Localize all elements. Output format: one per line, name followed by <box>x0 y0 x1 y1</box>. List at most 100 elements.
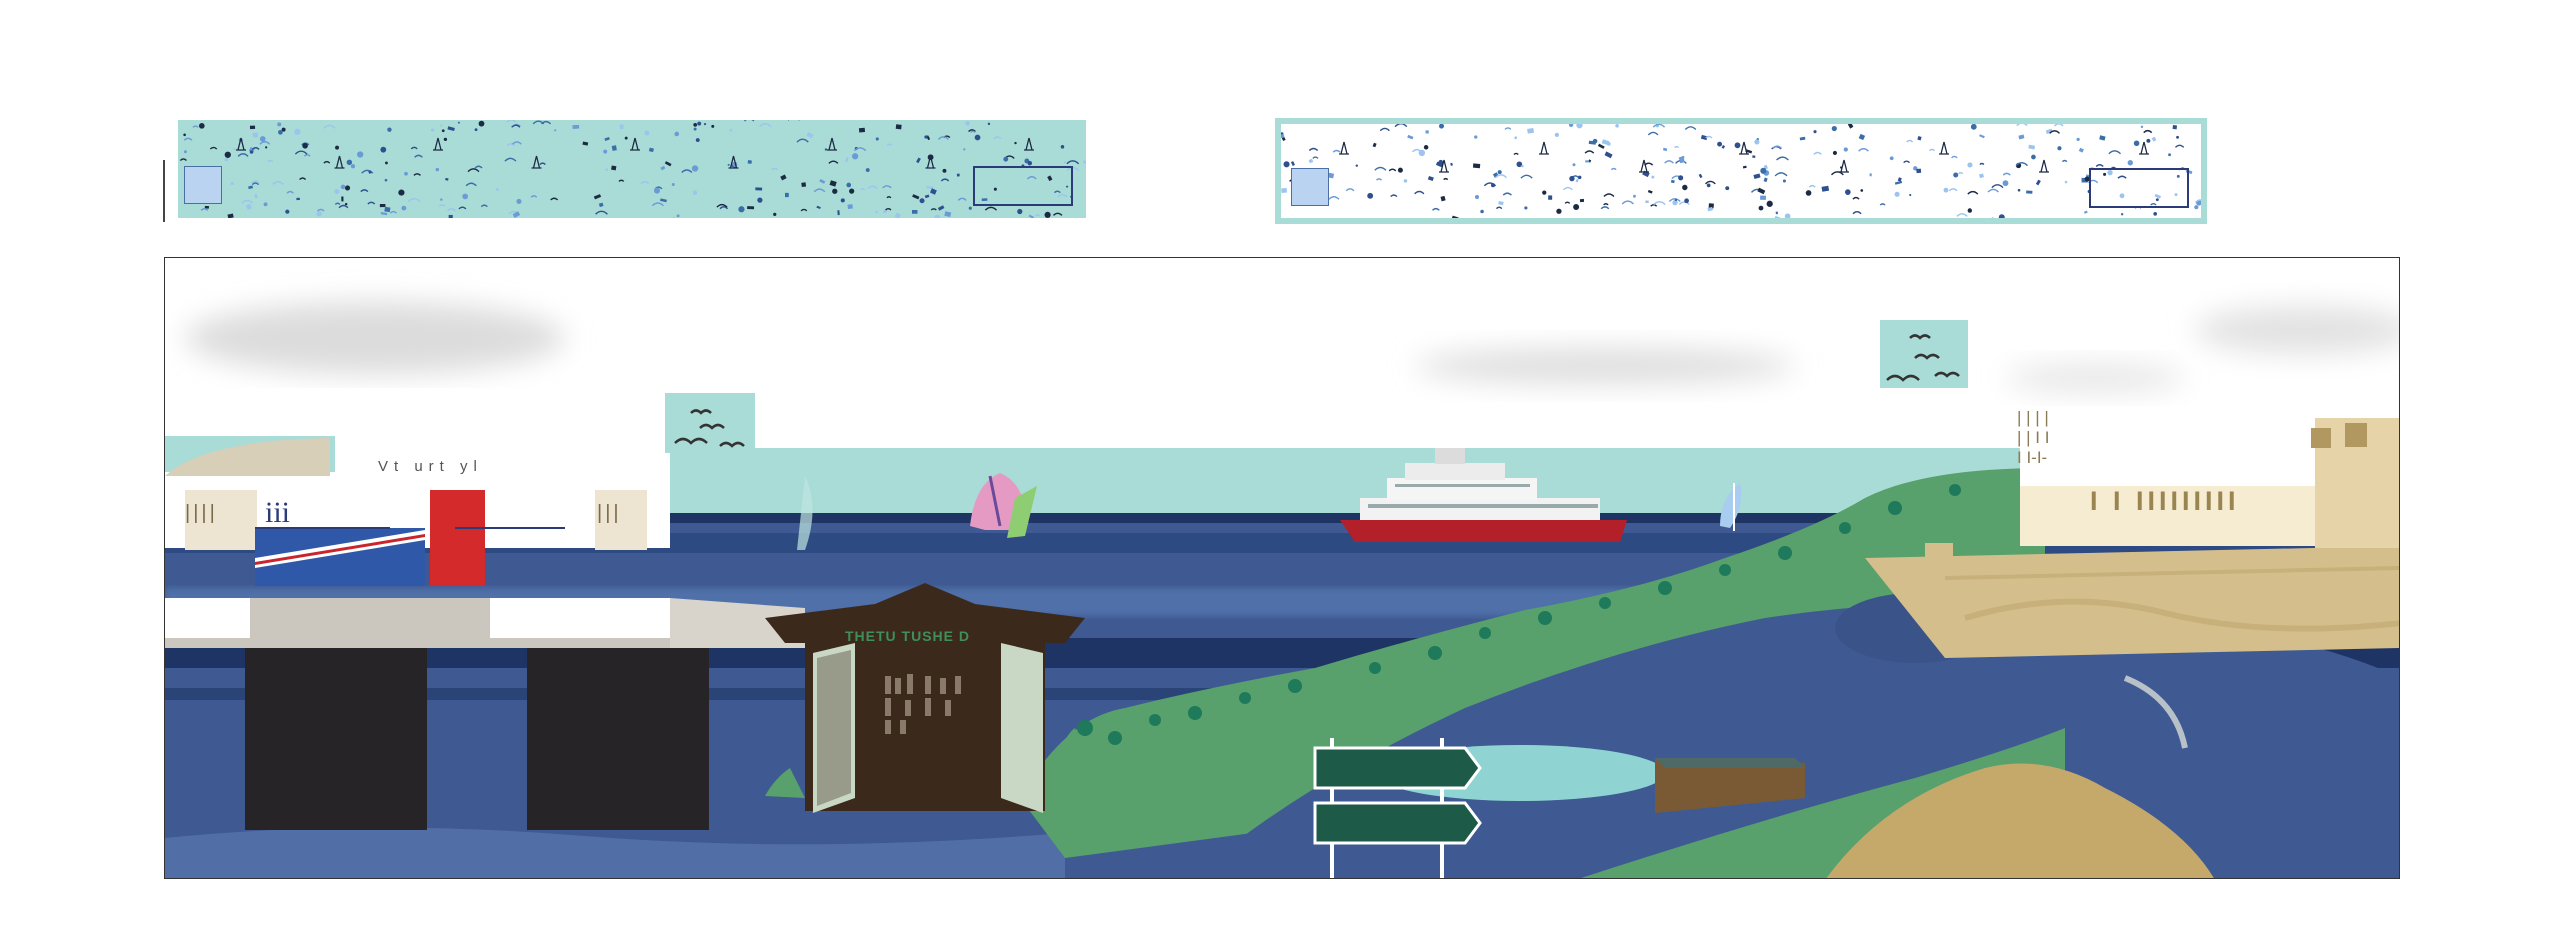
pattern-mark <box>572 124 580 129</box>
pattern-mark <box>1894 180 1903 185</box>
pattern-mark <box>1760 167 1767 174</box>
pattern-mark <box>1782 179 1786 183</box>
pattern-mark <box>640 181 650 185</box>
pattern-mark <box>1774 172 1788 177</box>
pattern-mark <box>1474 195 1480 200</box>
pattern-mark <box>1355 164 1358 167</box>
pattern-mark <box>1757 187 1766 195</box>
pattern-mark <box>1753 173 1761 179</box>
pattern-mark <box>267 159 274 163</box>
pattern-mark <box>1439 124 1445 129</box>
pattern-mark <box>2194 205 2199 210</box>
pattern-mark <box>1662 147 1668 152</box>
pattern-mark <box>1281 134 1285 139</box>
pattern-mark <box>1700 134 1708 141</box>
pattern-mark <box>179 158 187 161</box>
lighthouse-icon <box>630 137 640 151</box>
lighthouse-icon <box>1639 159 1649 173</box>
pattern-mark <box>1852 211 1862 215</box>
pattern-mark <box>1987 188 2000 193</box>
pattern-mark <box>1745 149 1753 154</box>
pattern-mark <box>2153 212 2157 216</box>
pattern-mark <box>387 127 392 132</box>
pattern-mark <box>2017 188 2021 192</box>
pattern-mark <box>2194 199 2201 203</box>
pattern-mark <box>209 146 218 150</box>
pattern-mark <box>1066 160 1080 165</box>
pattern-mark <box>2099 135 2106 141</box>
pattern-mark <box>2002 172 2011 176</box>
pattern-mark <box>230 181 234 186</box>
pattern-mark <box>987 122 991 126</box>
pattern-mark <box>672 217 676 218</box>
pattern-mark <box>911 209 918 214</box>
pattern-mark <box>344 202 348 206</box>
pattern-mark <box>771 167 779 171</box>
banner-text: Vt urt yl <box>378 458 483 475</box>
pattern-mark <box>1367 192 1374 199</box>
pattern-mark <box>681 169 693 174</box>
pattern-mark <box>1562 186 1573 191</box>
pattern-mark <box>430 128 435 132</box>
pattern-mark <box>1308 158 1314 164</box>
pattern-mark <box>1432 207 1440 211</box>
pattern-mark <box>1472 163 1481 169</box>
pattern-mark <box>1034 214 1041 217</box>
pattern-mark <box>1498 201 1504 206</box>
pattern-mark <box>1394 124 1408 128</box>
pattern-mark <box>703 122 707 126</box>
pattern-mark <box>303 154 311 157</box>
pattern-mark <box>2143 129 2153 134</box>
pattern-mark <box>1967 162 1973 168</box>
pattern-mark <box>1647 131 1659 136</box>
pattern-mark <box>1858 133 1866 141</box>
pattern-mark <box>924 194 930 199</box>
pattern-mark <box>1894 191 1900 197</box>
color-swatch-right[interactable] <box>1291 168 1329 206</box>
pattern-mark <box>380 211 388 216</box>
color-swatch-left[interactable] <box>184 166 222 204</box>
pattern-mark <box>1678 155 1685 160</box>
pattern-mark <box>1388 168 1397 172</box>
pattern-mark <box>414 154 423 158</box>
pattern-mark <box>474 128 478 132</box>
pattern-mark <box>1504 127 1512 130</box>
pattern-mark <box>2133 140 2140 147</box>
pattern-mark <box>1633 194 1636 198</box>
pattern-mark <box>1830 171 1844 176</box>
pattern-mark <box>846 182 852 188</box>
pattern-mark <box>1615 124 1619 128</box>
pattern-mark <box>253 193 259 199</box>
pattern-mark <box>1760 195 1767 200</box>
pattern-mark <box>757 197 763 203</box>
lighthouse-icon <box>236 137 246 151</box>
pattern-mark <box>183 137 193 141</box>
lighthouse-icon <box>1539 141 1549 155</box>
lighthouse-icon <box>1024 137 1034 151</box>
pattern-mark <box>1575 178 1579 183</box>
pattern-mark <box>360 189 369 193</box>
pattern-mark <box>2064 180 2068 184</box>
pattern-mark <box>940 178 950 182</box>
pattern-mark <box>1577 175 1582 180</box>
pattern-mark <box>294 128 301 135</box>
pattern-mark <box>1821 185 1830 192</box>
pattern-mark <box>885 207 892 211</box>
pattern-mark <box>875 210 878 214</box>
pattern-mark <box>183 133 186 137</box>
pattern-mark <box>1548 195 1553 200</box>
pattern-mark <box>1451 215 1459 218</box>
pattern-mark <box>1345 188 1355 192</box>
pattern-mark <box>886 196 892 199</box>
pattern-mark <box>465 182 477 187</box>
lighthouse-icon <box>433 137 443 151</box>
pattern-mark <box>664 161 672 167</box>
pattern-mark <box>224 151 231 158</box>
pattern-mark <box>759 123 772 128</box>
pattern-mark <box>1521 164 1524 168</box>
pattern-mark <box>447 208 456 212</box>
pattern-mark <box>1497 170 1502 175</box>
selection-frame-right[interactable] <box>2089 168 2189 208</box>
selection-frame-left[interactable] <box>973 166 1073 206</box>
pattern-mark <box>1585 160 1590 163</box>
